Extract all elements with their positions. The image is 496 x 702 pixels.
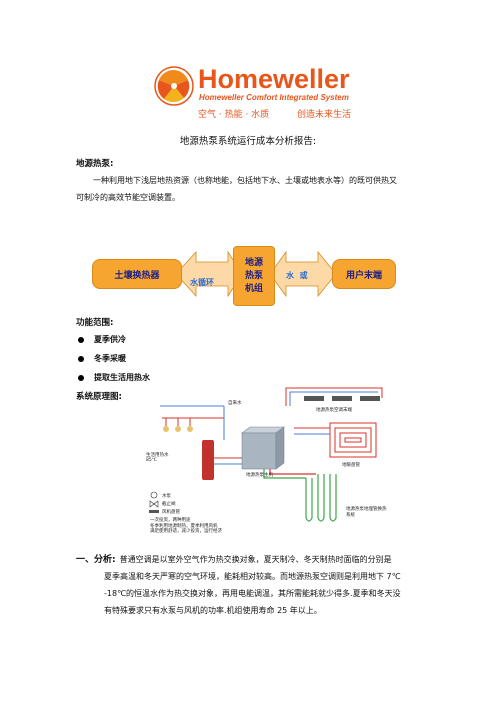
schematic-drawing: [149, 387, 383, 522]
company-logo: Homeweller Homeweller Comfort Integrated…: [152, 62, 372, 124]
label-ground-loop: 地源热泵地埋管换热系统: [346, 507, 387, 518]
label-fan-coil: 地源热泵空调末端: [316, 408, 352, 413]
label-tap-water: 自来水: [228, 401, 242, 406]
legend-note-1: 一次投资，两种用途: [150, 518, 191, 523]
intro-line-1: 一种利用地下浅层地热资源（也称地能，包括地下水、土壤或地表水等）的既可供热又: [93, 176, 397, 185]
brand-slogan-right: 创造未来生活: [297, 110, 352, 120]
analysis-line-2: 夏季高温和冬天严寒的空气环境，能耗相对较高。而地源热泵空调则是利用地下 7℃: [104, 572, 401, 581]
brand-tagline: Homeweller Comfort Integrated System: [199, 93, 349, 102]
legend-note-2: 冬季利用地源制热，夏季利用风机: [150, 524, 218, 529]
feature-summer-cooling: 夏季供冷: [94, 335, 126, 344]
bullet-icon: [78, 374, 84, 381]
features-heading: 功能范围:: [76, 318, 114, 328]
intro-line-2: 可制冷的高效节能空调装置。: [76, 193, 180, 202]
feature-winter-heating: 冬季采暖: [94, 354, 126, 363]
label-heat-pump-unit: 地源热泵主机: [246, 473, 273, 478]
label-floor-heating: 地暖盘管: [342, 463, 360, 468]
feature-hot-water: 提取生活用热水: [94, 373, 150, 382]
brand-slogan-left: 空气 · 热能 · 水质: [198, 110, 270, 120]
analysis-line-4: 有特殊要求只有水泵与风机的功率.机组使用寿命 25 年以上。: [104, 606, 322, 615]
brand-name: Homeweller: [198, 64, 350, 94]
heat-pump-unit-box: 地源 热泵 机组: [233, 246, 275, 306]
legend-pump: 水泵: [162, 494, 171, 499]
heat-pump-label-2: 热泵: [244, 270, 263, 281]
user-terminal-label: 用户末端: [345, 270, 382, 281]
water-cycle-label: 水循环: [190, 278, 214, 287]
system-flow-diagram: 土壤换热器 水循环 地源 热泵 机组 水 或 用户末端: [92, 244, 396, 308]
heat-pump-label-3: 机组: [244, 283, 263, 294]
schematic-heading: 系统原理图:: [76, 392, 122, 402]
soil-heat-exchanger-label: 土壤换热器: [114, 270, 160, 281]
bullet-icon: [78, 355, 84, 362]
analysis-label: 分析:: [94, 555, 116, 565]
analysis-line-3: -18℃的恒温水作为热交换对象，再用电能调温，其所需能耗就少得多.夏季和冬天没: [104, 589, 401, 598]
legend-valve: 截止阀: [162, 502, 176, 507]
soil-heat-exchanger-box: 土壤换热器: [92, 259, 182, 289]
water-or-label: 水 或: [286, 271, 308, 280]
analysis-line-1: 一、分析:普通空调是以室外空气作为热交换对象，夏天制冷、冬天制热时面临的分别是: [76, 551, 392, 569]
document-title: 地源热泵系统运行成本分析报告:: [179, 136, 317, 147]
user-terminal-box: 用户末端: [332, 259, 396, 289]
analysis-text-1: 普通空调是以室外空气作为热交换对象，夏天制冷、冬天制热时面临的分别是: [119, 555, 392, 564]
legend-note-3: 满足使用舒适，减少投资，运行经济: [150, 529, 222, 534]
heat-pump-label-1: 地源: [244, 257, 263, 268]
analysis-number: 一、: [76, 555, 95, 565]
bullet-icon: [78, 336, 84, 343]
legend-fan-coil: 风机盘管: [162, 510, 180, 515]
label-hot-water-tank: 生活用热水85℃: [146, 453, 169, 463]
feature-item: 夏季供冷: [78, 334, 126, 345]
feature-item: 提取生活用热水: [78, 372, 150, 383]
system-schematic: 自来水 生活用热水85℃ 地源热泵主机 地源热泵空调末端 地暖盘管 地源热泵地埋…: [146, 378, 396, 534]
feature-item: 冬季采暖: [78, 353, 126, 364]
pinwheel-logo-icon: [154, 66, 194, 106]
section-heading-ground-source: 地源热泵:: [76, 159, 114, 169]
